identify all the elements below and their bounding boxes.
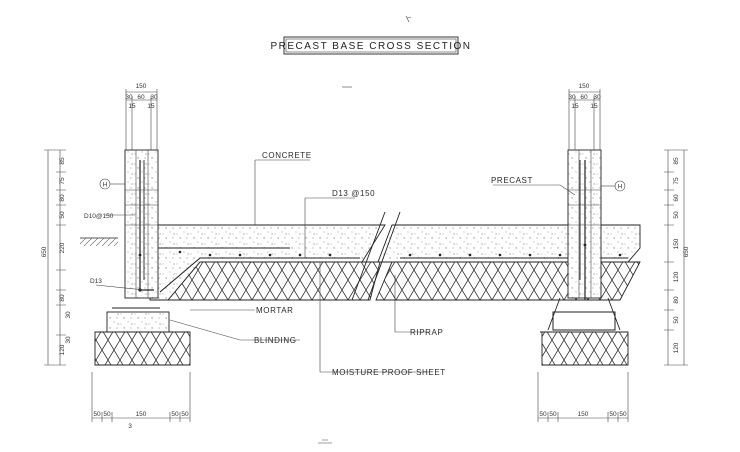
label-bar-side: D10@150	[84, 213, 114, 220]
bottom-dim-part: 50	[619, 411, 627, 418]
left-dim-part: 75	[59, 177, 66, 185]
left-dim-part: 80	[59, 194, 66, 202]
left-vertical-dims: 650 85 75 80 50 220 80 30 120 30	[41, 149, 72, 366]
right-dim-part: 80	[673, 296, 680, 304]
bottom-dim-sub: 3	[128, 423, 132, 430]
right-dim-part: 50	[673, 211, 680, 219]
right-dim-part: 60	[673, 194, 680, 202]
right-dim-part: 85	[673, 157, 680, 165]
label-blinding: BLINDING	[254, 336, 297, 345]
section-markers: H H	[99, 178, 626, 192]
marker-right: H	[618, 184, 623, 191]
right-vertical-dims: 650 85 75 60 50 150 120 80 50 120	[664, 149, 690, 366]
label-concrete: CONCRETE	[262, 151, 312, 160]
top-dim-part: 30	[150, 94, 158, 101]
title-block: PRECAST BASE CROSS SECTION	[270, 36, 471, 55]
right-dim-part: 150	[673, 238, 680, 249]
top-dim-total-right: 150	[579, 83, 590, 90]
left-precast-wall	[100, 149, 190, 333]
top-dim-part: 30	[593, 94, 601, 101]
bottom-dim-part: 150	[136, 411, 147, 418]
bottom-dim-part: 50	[181, 411, 189, 418]
annotation-labels: CONCRETE D13 @150 PRECAST D10@150 D13 MO…	[84, 151, 533, 377]
ground-hatch	[80, 237, 118, 246]
label-riprap: RIPRAP	[410, 328, 443, 337]
bottom-dim-part: 50	[93, 411, 101, 418]
bottom-dim-part: 150	[578, 411, 589, 418]
label-precast: PRECAST	[491, 176, 533, 185]
left-dim-part: 30	[65, 336, 72, 344]
bottom-dim-part: 50	[609, 411, 617, 418]
right-precast-wall	[540, 149, 628, 333]
top-dim-total-left: 150	[136, 83, 147, 90]
label-bar-main: D13 @150	[332, 189, 375, 198]
leader-lines	[95, 159, 576, 373]
top-dim-offset: 15	[571, 103, 579, 110]
bottom-dim-part: 50	[103, 411, 111, 418]
label-moisture-sheet: MOISTURE PROOF SHEET	[332, 368, 446, 377]
left-dim-part: 80	[59, 294, 66, 302]
right-dim-part: 50	[673, 316, 680, 324]
top-dim-part: 60	[137, 94, 145, 101]
top-dim-part: 30	[568, 94, 576, 101]
top-dim-part: 60	[580, 94, 588, 101]
right-dim-part: 120	[673, 342, 680, 353]
misc-marks	[318, 15, 412, 444]
top-dim-offset: 15	[147, 103, 155, 110]
top-dims-right: 150 30 60 30 15 15	[568, 83, 601, 150]
left-dim-part: 220	[59, 242, 66, 253]
label-mortar: MORTAR	[256, 306, 294, 315]
top-dim-offset: 15	[590, 103, 598, 110]
left-dim-part: 50	[59, 211, 66, 219]
bottom-dim-part: 50	[549, 411, 557, 418]
left-dim-total: 650	[41, 246, 48, 257]
right-dim-part: 120	[673, 271, 680, 282]
bottom-dim-part: 50	[171, 411, 179, 418]
bottom-dims-left: 50 50 150 50 50 3	[91, 372, 191, 430]
drawing-title: PRECAST BASE CROSS SECTION	[270, 41, 471, 52]
top-dim-offset: 15	[128, 103, 136, 110]
right-dim-total: 650	[683, 246, 690, 257]
top-dims-left: 150 30 60 30 15 15	[125, 83, 158, 150]
bottom-dim-part: 50	[539, 411, 547, 418]
left-dim-part: 85	[59, 157, 66, 165]
bottom-dims-right: 50 50 150 50 50	[537, 372, 629, 422]
top-dim-part: 30	[125, 94, 133, 101]
right-dim-part: 75	[673, 177, 680, 185]
left-dim-part: 30	[65, 311, 72, 319]
label-bar-corner: D13	[90, 278, 102, 285]
marker-left: H	[103, 182, 108, 189]
left-dim-part: 120	[59, 344, 66, 355]
